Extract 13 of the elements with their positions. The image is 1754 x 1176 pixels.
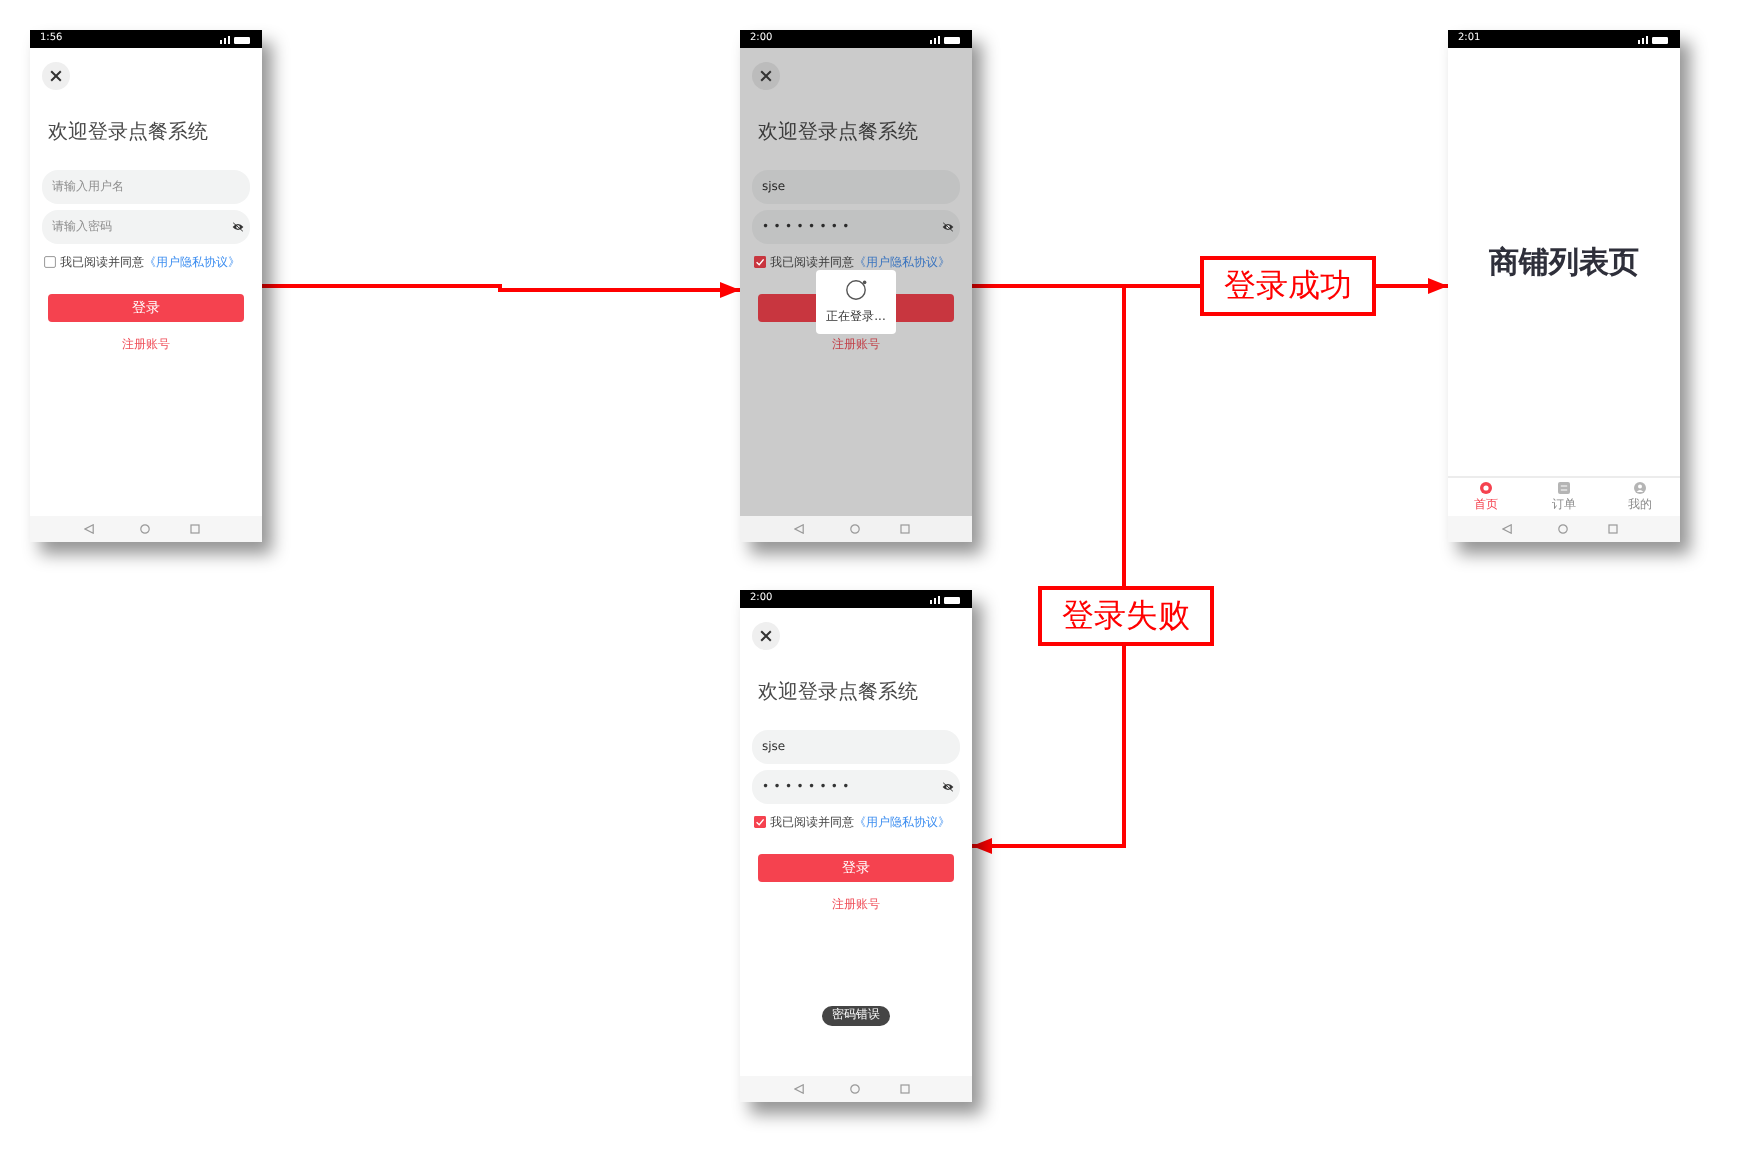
phone-screen bbox=[740, 30, 972, 542]
heading: 欢迎登录点餐系统 bbox=[758, 122, 918, 146]
heading: 商铺列表页 bbox=[1489, 244, 1639, 280]
heading: 欢迎登录点餐系统 bbox=[758, 682, 918, 706]
arrow bbox=[262, 282, 740, 298]
phone-screen bbox=[1448, 30, 1680, 542]
heading: 欢迎登录点餐系统 bbox=[48, 122, 208, 146]
edge-label: 登录失败 bbox=[1038, 586, 1214, 646]
phone-screen bbox=[740, 590, 972, 1102]
phone-screen bbox=[30, 30, 262, 542]
edge-label: 登录成功 bbox=[1200, 256, 1376, 316]
loading-dialog bbox=[816, 270, 896, 334]
arrow bbox=[972, 284, 1126, 854]
